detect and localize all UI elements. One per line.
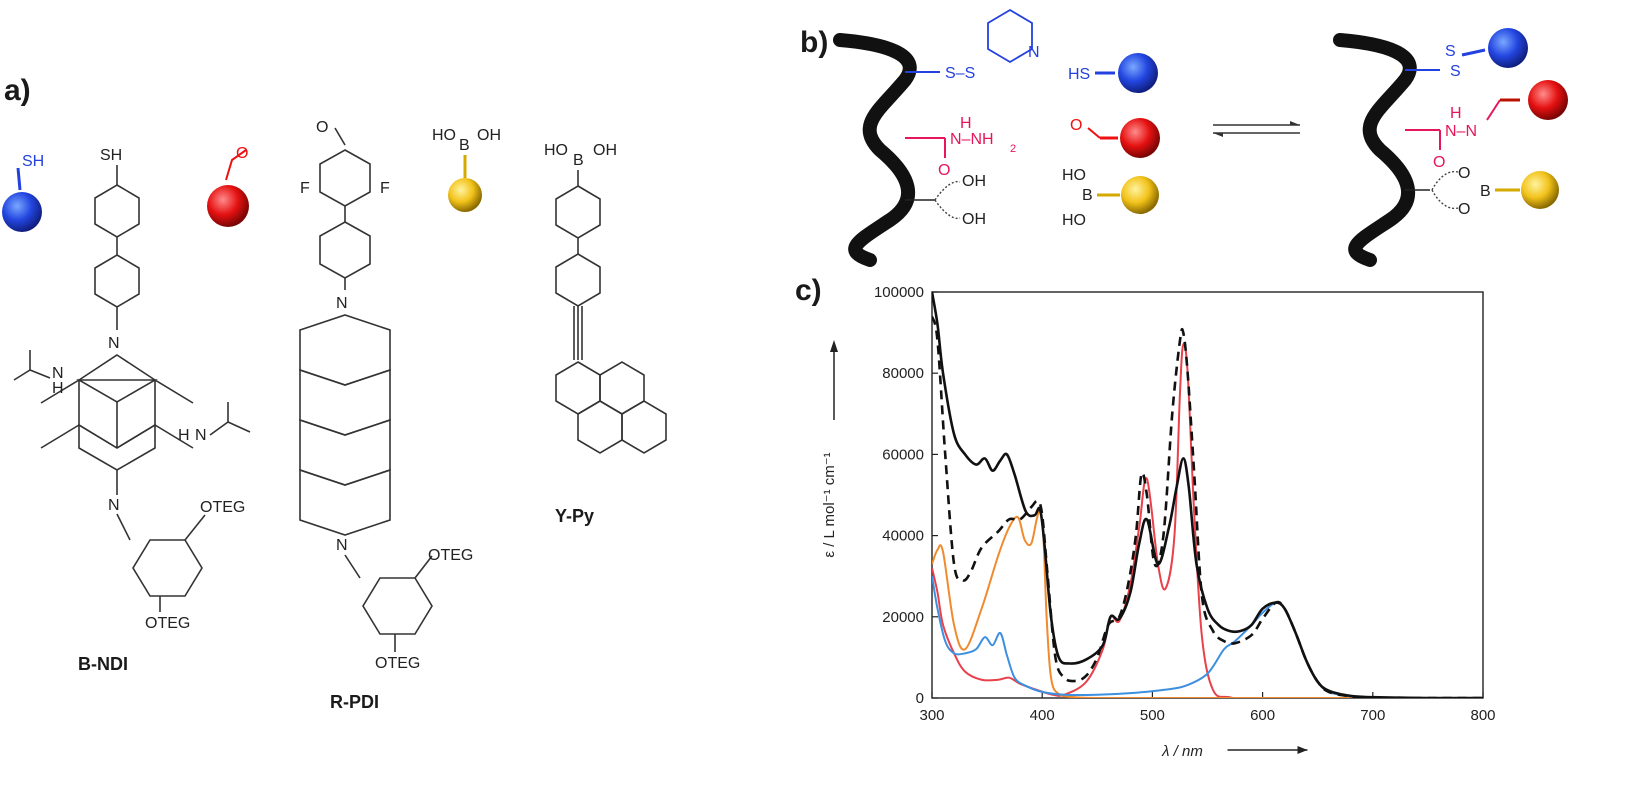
bead-b-label: B: [459, 137, 470, 154]
x-tick-label: 600: [1250, 707, 1275, 724]
scheme-disulfide-left: S–S: [945, 65, 975, 82]
scheme-diol-oh-top: OH: [962, 173, 986, 190]
reagent-o: O: [1070, 117, 1082, 134]
y-tick-label: 0: [916, 690, 924, 707]
bndi-imide-n-top: N: [108, 335, 120, 352]
x-tick-label: 400: [1030, 707, 1055, 724]
y-tick-label: 20000: [882, 609, 924, 626]
panel-b-label: b): [800, 26, 828, 59]
absorption-chart: 300 400 500 600 700 800 0 20000 40000 60000 80000 1…: [821, 284, 1496, 760]
equilibrium-arrows-icon: [1213, 121, 1300, 137]
reagent-ho-bottom: HO: [1062, 212, 1086, 229]
product-yellow-sphere-icon: [1521, 171, 1559, 209]
scheme-carbonyl-o: O: [938, 162, 950, 179]
scheme-hydrazide-h: H: [960, 115, 972, 132]
product-red-sphere-icon: [1528, 80, 1568, 120]
product-s-bottom: S: [1450, 63, 1461, 80]
scheme-diol-oh-bottom: OH: [962, 211, 986, 228]
bndi-oteg-1: OTEG: [200, 499, 245, 516]
rpdi-f-right: F: [380, 180, 390, 197]
helix-left-side-chains: S–S N N–NH 2 H O OH OH: [905, 8, 1040, 228]
reagent-beads: HS O HO B HO: [1062, 53, 1160, 229]
b-ndi-structure: SH N N OTEG OTEG N H N H B-NDI: [13, 147, 251, 674]
x-tick-label: 300: [919, 707, 944, 724]
ypy-ho-label: HO: [544, 142, 568, 159]
bndi-nh-right: N: [195, 427, 207, 444]
bead-sh-label: SH: [22, 153, 44, 170]
bndi-sh-label: SH: [100, 147, 122, 164]
x-axis-label: λ / nm: [1161, 743, 1203, 760]
bndi-nh-right-h: H: [178, 427, 190, 444]
product-carbonyl-o: O: [1433, 154, 1445, 171]
series-line-dashed: [932, 315, 1483, 698]
plot-frame: [931, 291, 1484, 699]
bead-oh-label: OH: [477, 127, 501, 144]
product-hydrazone: N–N: [1445, 123, 1477, 140]
y-axis-arrowhead-icon: [830, 340, 838, 352]
ypy-b-label: B: [573, 152, 584, 169]
helix-right-icon: [1333, 33, 1417, 267]
rpdi-oteg-2: OTEG: [375, 655, 420, 672]
y-tick-label: 60000: [882, 446, 924, 463]
product-ester-b: B: [1480, 183, 1491, 200]
product-ester-o-bottom: O: [1458, 201, 1470, 218]
scheme-pyridyl-n: N: [1028, 44, 1040, 61]
bndi-nh-left-h: H: [52, 380, 64, 397]
y-tick-label: 80000: [882, 365, 924, 382]
reagent-b: B: [1082, 187, 1093, 204]
panel-a-label: a): [4, 74, 31, 107]
blue-sphere-icon: [2, 192, 42, 232]
yellow-sphere-icon: [448, 178, 482, 212]
bead-o-label: O: [236, 145, 248, 162]
rpdi-imide-n-bottom: N: [336, 537, 348, 554]
x-tick-label: 700: [1360, 707, 1385, 724]
bead-ho-label: HO: [432, 127, 456, 144]
panel-c-label: c): [795, 274, 822, 307]
rpdi-o-label: O: [316, 119, 328, 136]
bndi-oteg-2: OTEG: [145, 615, 190, 632]
rpdi-name: R-PDI: [330, 692, 379, 712]
series-line-red: [932, 342, 1483, 698]
rpdi-imide-n-top: N: [336, 295, 348, 312]
scheme-hydrazide-sub: 2: [1010, 143, 1016, 155]
reagent-blue-sphere-icon: [1118, 53, 1158, 93]
scheme-hydrazide: N–NH: [950, 131, 994, 148]
reagent-red-sphere-icon: [1120, 118, 1160, 158]
y-axis-label: ε / L mol⁻¹ cm⁻¹: [821, 452, 838, 557]
rpdi-f-left: F: [300, 180, 310, 197]
product-blue-sphere-icon: [1488, 28, 1528, 68]
product-s-top: S: [1445, 43, 1456, 60]
x-tick-label: 500: [1140, 707, 1165, 724]
reagent-ho-top: HO: [1062, 167, 1086, 184]
x-axis-arrowhead-icon: [1297, 746, 1308, 754]
blue-thiol-bead: SH: [2, 153, 44, 232]
y-tick-label: 100000: [874, 284, 924, 301]
helix-right-products: S S N–N H O O O B: [1405, 28, 1568, 218]
product-ester-o-top: O: [1458, 165, 1470, 182]
series-line-orange: [932, 509, 1483, 698]
series-line-black: [932, 292, 1483, 698]
r-pdi-structure: O F F N N OTEG OTEG R-PDI: [299, 119, 473, 712]
reagent-hs: HS: [1068, 66, 1090, 83]
bndi-name: B-NDI: [78, 654, 128, 674]
ypy-name: Y-Py: [555, 506, 594, 526]
bndi-nh-left: N: [52, 365, 64, 382]
rpdi-oteg-1: OTEG: [428, 547, 473, 564]
y-tick-label: 40000: [882, 528, 924, 545]
yellow-boronic-bead: HO B OH: [432, 127, 501, 212]
red-sphere-icon: [207, 185, 249, 227]
helix-left-icon: [833, 33, 917, 267]
reagent-yellow-sphere-icon: [1121, 176, 1159, 214]
ypy-oh-label: OH: [593, 142, 617, 159]
x-tick-label: 800: [1470, 707, 1495, 724]
red-aldehyde-bead: O: [207, 145, 249, 227]
y-py-structure: HO B OH Y-Py: [544, 142, 667, 526]
product-hydrazone-h: H: [1450, 105, 1462, 122]
bndi-imide-n-bottom: N: [108, 497, 120, 514]
